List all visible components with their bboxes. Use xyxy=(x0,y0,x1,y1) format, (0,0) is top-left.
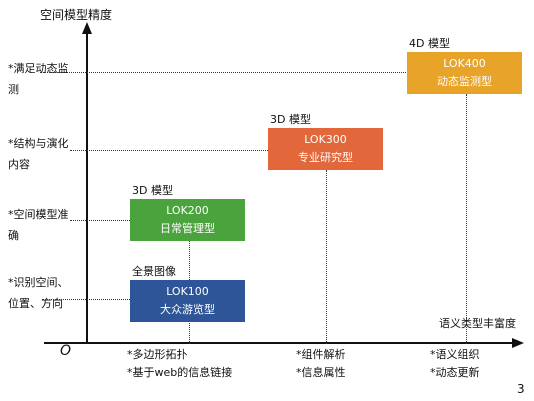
lok100-box: LOK100 大众游览型 xyxy=(130,280,245,322)
guide-line-vertical xyxy=(326,170,327,344)
x-level-label: *语义组织 *动态更新 xyxy=(430,346,480,382)
y-level-line: *空间模型准 xyxy=(8,208,69,221)
y-level-line: *满足动态监 xyxy=(8,62,69,75)
y-level-line: 确 xyxy=(8,229,19,242)
box-name: 动态监测型 xyxy=(437,75,492,88)
guide-line-horizontal xyxy=(70,150,268,151)
box-tag: 全景图像 xyxy=(132,265,176,278)
y-level-label: *识别空间、 位置、方向 xyxy=(8,272,86,314)
box-code: LOK300 xyxy=(304,133,347,146)
x-level-label: *组件解析 *信息属性 xyxy=(296,346,346,382)
x-level-label: *多边形拓扑 *基于web的信息链接 xyxy=(127,346,232,382)
x-axis-line xyxy=(44,342,514,344)
lok400-box: LOK400 动态监测型 xyxy=(407,52,522,94)
lok200-box: LOK200 日常管理型 xyxy=(130,199,245,241)
box-code: LOK100 xyxy=(166,285,209,298)
box-name: 日常管理型 xyxy=(160,222,215,235)
y-axis-line xyxy=(86,32,88,344)
x-axis-title: 语义类型丰富度 xyxy=(439,317,516,330)
y-level-label: *满足动态监 测 xyxy=(8,58,86,100)
x-level-line: *组件解析 xyxy=(296,348,346,361)
y-axis-title: 空间模型精度 xyxy=(40,8,113,22)
guide-line-horizontal xyxy=(42,299,130,300)
y-level-line: 位置、方向 xyxy=(8,297,63,310)
x-level-line: *多边形拓扑 xyxy=(127,348,188,361)
page-number: 3 xyxy=(517,382,525,396)
x-axis-arrow-icon xyxy=(512,338,524,348)
box-tag: 3D 模型 xyxy=(270,113,311,126)
x-level-line: *信息属性 xyxy=(296,366,346,379)
lok300-box: LOK300 专业研究型 xyxy=(268,128,383,170)
box-name: 大众游览型 xyxy=(160,303,215,316)
x-level-line: *动态更新 xyxy=(430,366,480,379)
y-level-line: *结构与演化 xyxy=(8,137,69,150)
y-level-label: *空间模型准 确 xyxy=(8,204,86,246)
y-axis-arrow-icon xyxy=(82,22,92,34)
box-tag: 3D 模型 xyxy=(132,184,173,197)
y-level-line: *识别空间、 xyxy=(8,276,69,289)
x-level-line: *基于web的信息链接 xyxy=(127,366,233,379)
x-level-line: *语义组织 xyxy=(430,348,480,361)
y-level-label: *结构与演化 内容 xyxy=(8,133,86,175)
origin-label: O xyxy=(60,343,72,359)
guide-line-horizontal xyxy=(40,72,408,73)
box-tag: 4D 模型 xyxy=(409,37,450,50)
guide-line-horizontal xyxy=(70,220,130,221)
box-code: LOK200 xyxy=(166,204,209,217)
box-name: 专业研究型 xyxy=(298,151,353,164)
y-level-line: 内容 xyxy=(8,158,30,171)
box-code: LOK400 xyxy=(443,57,486,70)
guide-line-vertical xyxy=(466,94,467,344)
y-level-line: 测 xyxy=(8,83,19,96)
